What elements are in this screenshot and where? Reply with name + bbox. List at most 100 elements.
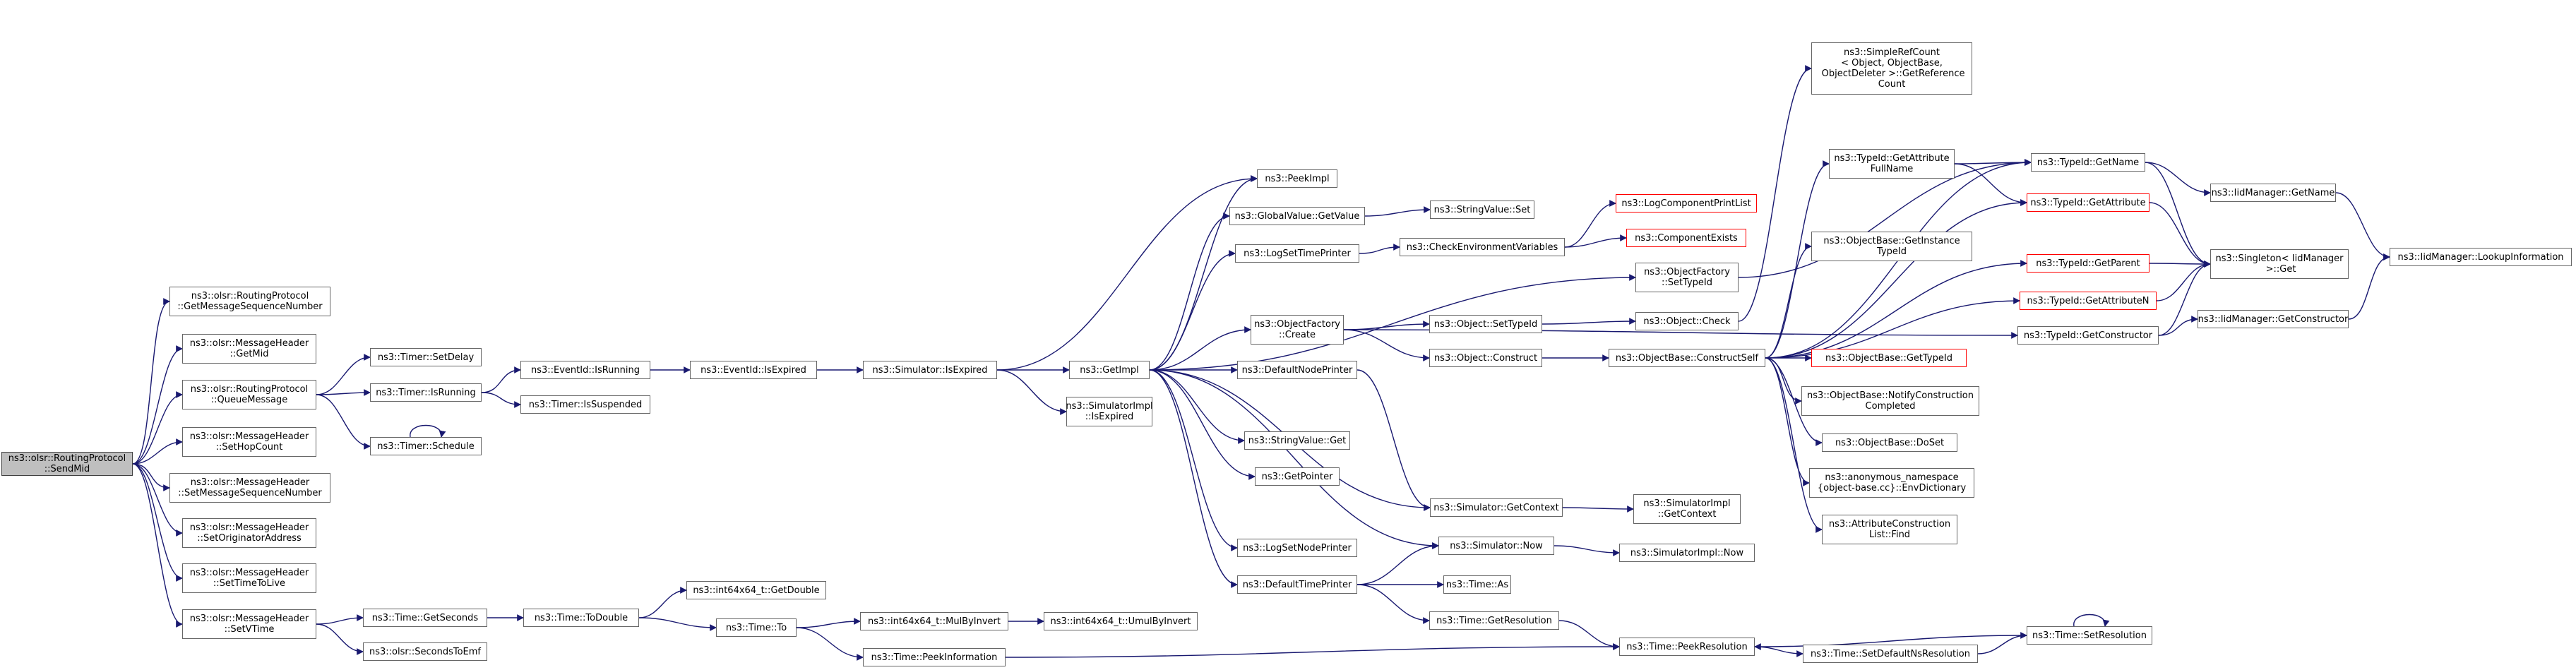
- node-stringvalue-get[interactable]: ns3::StringValue::Get: [1244, 431, 1350, 450]
- node-component-exists[interactable]: ns3::ComponentExists: [1626, 229, 1746, 247]
- node-simulator-is-expired[interactable]: ns3::Simulator::IsExpired: [863, 361, 997, 379]
- node-default-time-printer[interactable]: ns3::DefaultTimePrinter: [1237, 575, 1357, 594]
- node-timer-schedule[interactable]: ns3::Timer::Schedule: [370, 437, 482, 455]
- call-edge-root-to-queueMsg: [132, 391, 183, 465]
- node-get-message-sequence-number[interactable]: ns3::olsr::RoutingProtocol ::GetMessageS…: [169, 287, 330, 316]
- node-get-impl[interactable]: ns3::GetImpl: [1069, 361, 1150, 379]
- node-time-set-default-ns-resolution[interactable]: ns3::Time::SetDefaultNsResolution: [1803, 645, 1978, 663]
- node-log-set-time-printer[interactable]: ns3::LogSetTimePrinter: [1235, 244, 1359, 263]
- node-typeid-get-attribute-n[interactable]: ns3::TypeId::GetAttributeN: [2020, 292, 2157, 310]
- call-edge-typeGetConstr-to-idmGetConstr: [2158, 316, 2198, 336]
- node-time-set-resolution[interactable]: ns3::Time::SetResolution: [2027, 626, 2152, 645]
- node-int64x64-mul-by-invert[interactable]: ns3::int64x64_t::MulByInvert: [860, 612, 1008, 630]
- node-object-construct[interactable]: ns3::Object::Construct: [1429, 349, 1542, 367]
- call-edge-checkEnv-to-logCompPrint: [1564, 200, 1616, 248]
- node-time-as[interactable]: ns3::Time::As: [1443, 575, 1511, 594]
- node-singleton-iidmanager-get[interactable]: ns3::Singleton< IidManager >::Get: [2210, 249, 2349, 279]
- node-simulator-get-context[interactable]: ns3::Simulator::GetContext: [1430, 498, 1563, 517]
- node-root-send-mid: ns3::olsr::RoutingProtocol ::SendMid: [1, 452, 133, 476]
- node-objectfactory-set-type-id[interactable]: ns3::ObjectFactory ::SetTypeId: [1635, 263, 1739, 292]
- node-int64x64-get-double[interactable]: ns3::int64x64_t::GetDouble: [686, 581, 826, 599]
- node-set-originator-address[interactable]: ns3::olsr::MessageHeader ::SetOriginator…: [182, 518, 316, 548]
- node-default-node-printer[interactable]: ns3::DefaultNodePrinter: [1237, 361, 1357, 379]
- node-object-check[interactable]: ns3::Object::Check: [1635, 312, 1739, 330]
- node-objectbase-get-type-id[interactable]: ns3::ObjectBase::GetTypeId: [1811, 349, 1967, 367]
- node-timer-is-suspended[interactable]: ns3::Timer::IsSuspended: [520, 395, 650, 414]
- node-log-set-node-printer[interactable]: ns3::LogSetNodePrinter: [1237, 539, 1357, 557]
- node-label: ns3::int64x64_t::UmulByInvert: [1050, 616, 1191, 627]
- node-time-peek-resolution[interactable]: ns3::Time::PeekResolution: [1619, 638, 1755, 656]
- node-label: ns3::int64x64_t::GetDouble: [693, 585, 820, 596]
- call-edge-ofSetTypeId-to-typeGetName: [1738, 159, 2032, 278]
- node-label: ns3::Time::GetResolution: [1436, 615, 1552, 626]
- node-typeid-get-parent[interactable]: ns3::TypeId::GetParent: [2027, 254, 2149, 273]
- node-label: ns3::ObjectBase::GetInstance TypeId: [1823, 236, 1960, 257]
- node-timer-is-running[interactable]: ns3::Timer::IsRunning: [370, 383, 482, 402]
- node-simulatorimpl-is-expired[interactable]: ns3::SimulatorImpl ::IsExpired: [1066, 397, 1153, 426]
- node-set-hop-count[interactable]: ns3::olsr::MessageHeader ::SetHopCount: [182, 427, 316, 457]
- node-stringvalue-set[interactable]: ns3::StringValue::Set: [1430, 201, 1534, 219]
- node-label: ns3::Object::Check: [1643, 316, 1731, 327]
- node-eventid-is-expired[interactable]: ns3::EventId::IsExpired: [690, 361, 817, 379]
- node-label: ns3::olsr::MessageHeader ::SetMessageSeq…: [178, 477, 322, 498]
- node-queue-message[interactable]: ns3::olsr::RoutingProtocol ::QueueMessag…: [182, 380, 316, 409]
- call-edge-simGetContext-to-simImplGetContext: [1562, 506, 1634, 513]
- node-typeid-get-attribute-full-name[interactable]: ns3::TypeId::GetAttribute FullName: [1829, 149, 1955, 179]
- call-edge-typeGetConstr-to-singleton: [2158, 261, 2211, 336]
- call-edge-timeSetRes-to-timeSetRes: [2073, 614, 2110, 627]
- node-objectbase-notify-construction-completed[interactable]: ns3::ObjectBase::NotifyConstruction Comp…: [1801, 386, 1979, 416]
- node-time-to[interactable]: ns3::Time::To: [716, 618, 797, 637]
- edges: [132, 65, 2390, 661]
- node-label: ns3::Time::PeekResolution: [1626, 641, 1748, 652]
- call-edge-root-to-setOrig: [132, 463, 183, 537]
- node-iidmanager-get-name[interactable]: ns3::IidManager::GetName: [2210, 184, 2336, 202]
- node-check-environment-variables[interactable]: ns3::CheckEnvironmentVariables: [1400, 238, 1565, 256]
- node-globalvalue-get-value[interactable]: ns3::GlobalValue::GetValue: [1229, 207, 1365, 225]
- node-iidmanager-get-constructor[interactable]: ns3::IidManager::GetConstructor: [2198, 310, 2349, 328]
- node-label: ns3::ObjectFactory ::SetTypeId: [1644, 267, 1730, 288]
- node-label: ns3::StringValue::Get: [1248, 435, 1347, 446]
- call-edge-typeGetAttr-to-singleton: [2149, 202, 2211, 268]
- node-typeid-get-constructor[interactable]: ns3::TypeId::GetConstructor: [2017, 326, 2159, 345]
- node-set-message-sequence-number[interactable]: ns3::olsr::MessageHeader ::SetMessageSeq…: [169, 473, 330, 503]
- node-simulatorimpl-now[interactable]: ns3::SimulatorImpl::Now: [1619, 544, 1755, 562]
- node-simulator-now[interactable]: ns3::Simulator::Now: [1438, 537, 1554, 555]
- node-eventid-is-running[interactable]: ns3::EventId::IsRunning: [520, 361, 650, 379]
- node-objectbase-get-instance-type-id[interactable]: ns3::ObjectBase::GetInstance TypeId: [1811, 232, 1972, 261]
- node-simple-ref-count-get-reference-count[interactable]: ns3::SimpleRefCount < Object, ObjectBase…: [1811, 42, 1972, 95]
- node-time-to-double[interactable]: ns3::Time::ToDouble: [523, 609, 639, 627]
- node-olsr-seconds-to-emf[interactable]: ns3::olsr::SecondsToEmf: [363, 642, 487, 661]
- call-edge-simIsExpired-to-simImplIsExpired: [996, 369, 1067, 415]
- node-timer-set-delay[interactable]: ns3::Timer::SetDelay: [370, 348, 482, 366]
- node-label: ns3::Simulator::Now: [1450, 540, 1543, 551]
- node-typeid-get-name[interactable]: ns3::TypeId::GetName: [2031, 153, 2145, 172]
- node-time-get-seconds[interactable]: ns3::Time::GetSeconds: [363, 609, 487, 627]
- call-edge-simIsExpired-to-peekImpl: [996, 175, 1258, 371]
- node-typeid-get-attribute[interactable]: ns3::TypeId::GetAttribute: [2027, 193, 2149, 212]
- call-edge-obConstructSelf-to-typeGetAttr: [1765, 199, 2027, 359]
- node-set-vtime[interactable]: ns3::olsr::MessageHeader ::SetVTime: [182, 609, 316, 639]
- node-get-pointer[interactable]: ns3::GetPointer: [1255, 467, 1340, 486]
- node-get-mid[interactable]: ns3::olsr::MessageHeader ::GetMid: [182, 334, 316, 364]
- node-object-set-type-id[interactable]: ns3::Object::SetTypeId: [1429, 315, 1542, 333]
- node-iidmanager-lookup-information[interactable]: ns3::IidManager::LookupInformation: [2390, 248, 2572, 266]
- node-label: ns3::Singleton< IidManager >::Get: [2215, 253, 2344, 275]
- node-attribute-construction-list-find[interactable]: ns3::AttributeConstruction List::Find: [1822, 515, 1957, 544]
- node-objectbase-do-set[interactable]: ns3::ObjectBase::DoSet: [1822, 433, 1957, 452]
- call-edge-idmGetConstr-to-idmLookup: [2348, 253, 2390, 320]
- call-edge-queueMsg-to-timerSetDelay: [316, 354, 371, 395]
- node-objectbase-construct-self[interactable]: ns3::ObjectBase::ConstructSelf: [1609, 349, 1765, 367]
- call-edge-timerIsRunning-to-eventIsRunning: [481, 366, 521, 393]
- node-anonymous-namespace-env-dictionary[interactable]: ns3::anonymous_namespace {object-base.cc…: [1809, 468, 1974, 498]
- node-int64x64-umul-by-invert[interactable]: ns3::int64x64_t::UmulByInvert: [1044, 612, 1198, 630]
- node-set-time-to-live[interactable]: ns3::olsr::MessageHeader ::SetTimeToLive: [182, 563, 316, 593]
- node-label: ns3::IidManager::LookupInformation: [2397, 251, 2564, 263]
- call-edge-objCheck-to-simpleRef: [1738, 65, 1812, 322]
- node-time-get-resolution[interactable]: ns3::Time::GetResolution: [1429, 611, 1559, 630]
- node-time-peek-information[interactable]: ns3::Time::PeekInformation: [863, 648, 1006, 666]
- node-log-component-print-list[interactable]: ns3::LogComponentPrintList: [1616, 194, 1757, 213]
- node-peek-impl[interactable]: ns3::PeekImpl: [1257, 169, 1337, 188]
- node-simulatorimpl-get-context[interactable]: ns3::SimulatorImpl ::GetContext: [1633, 494, 1741, 524]
- node-objectfactory-create[interactable]: ns3::ObjectFactory ::Create: [1251, 315, 1344, 345]
- call-edge-typeGetName-to-singleton: [2145, 162, 2211, 268]
